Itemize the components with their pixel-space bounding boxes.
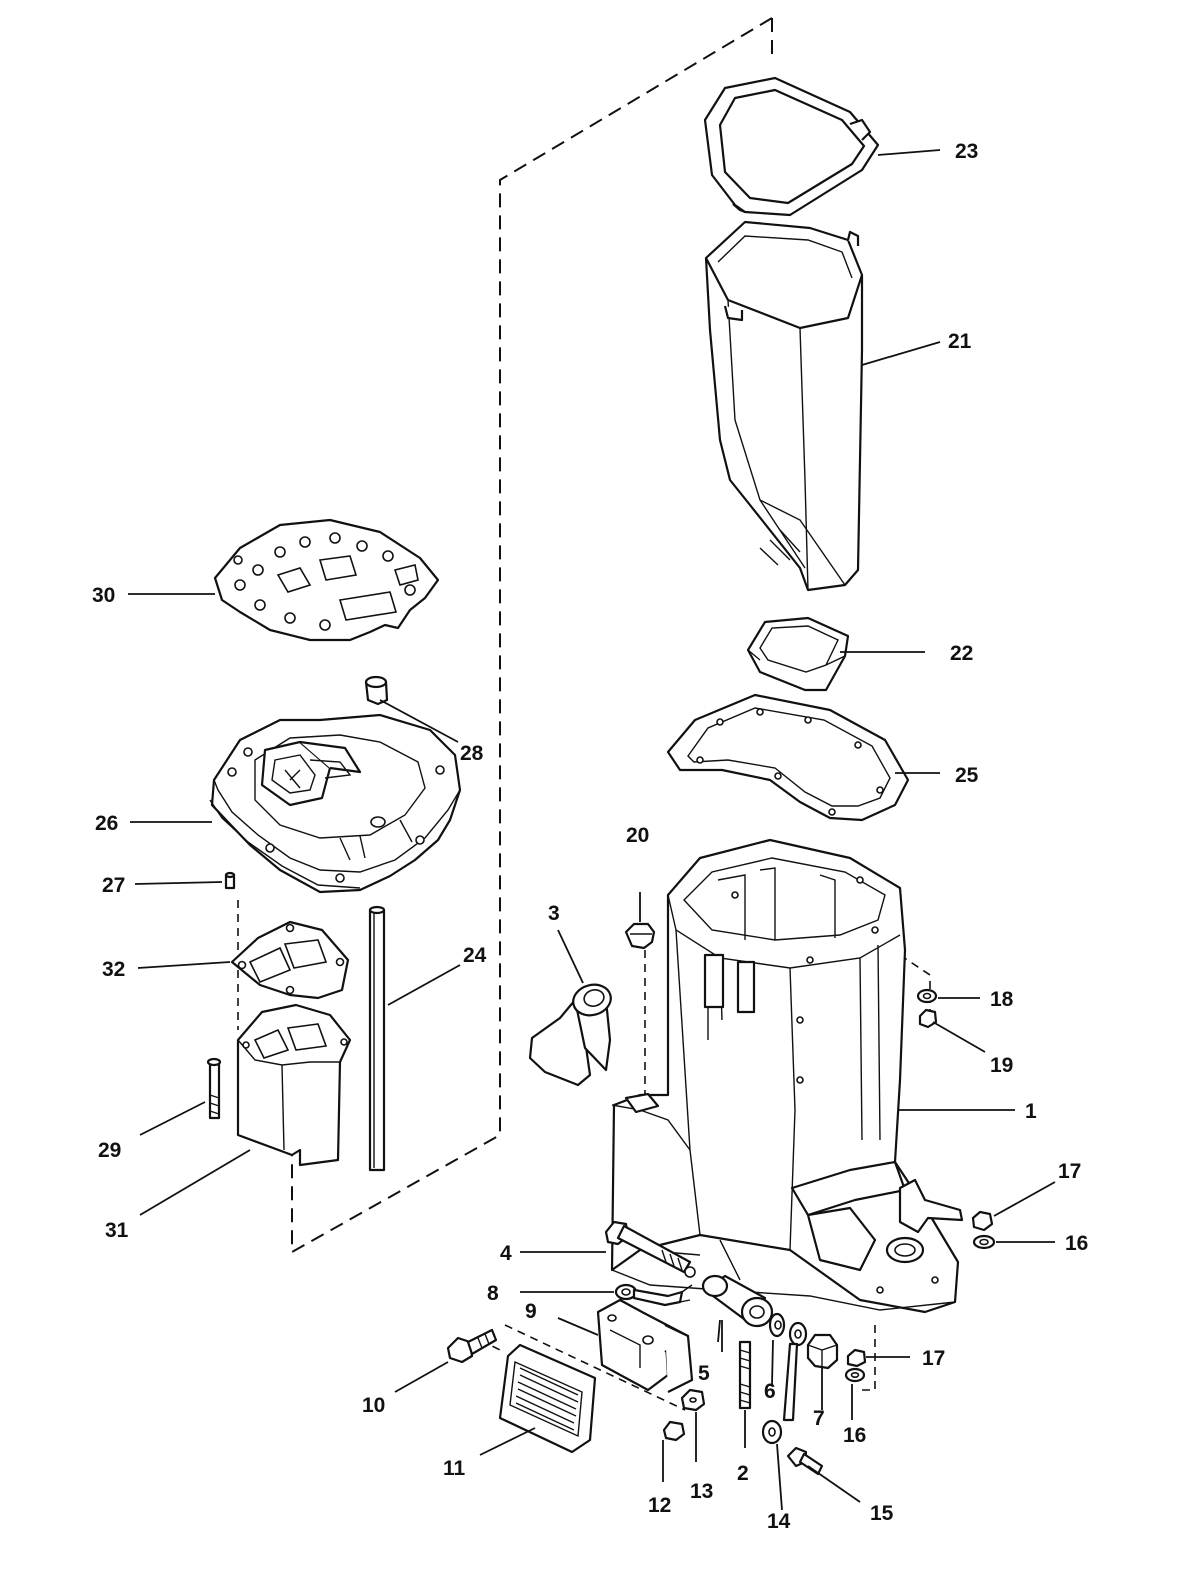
callout-29: 29 (98, 1139, 121, 1162)
part-6-washer (768, 1312, 786, 1338)
part-20-screw (624, 922, 656, 950)
callout-26: 26 (95, 812, 118, 835)
part-13-nut (680, 1388, 706, 1412)
part-8-ground-strap (614, 1283, 693, 1307)
part-11-anode (498, 1343, 597, 1454)
parts-16-17-washer-nut-right (971, 1210, 996, 1250)
parts-16-17-nut-washer-lower (844, 1348, 867, 1383)
part-25-gasket (666, 693, 910, 822)
callout-8: 8 (487, 1282, 499, 1305)
callout-17-lower: 17 (922, 1347, 945, 1370)
callout-20: 20 (626, 824, 649, 847)
part-24-driveshaft (368, 905, 386, 1172)
part-9-bracket (596, 1298, 694, 1393)
callout-9: 9 (525, 1300, 537, 1323)
callout-32: 32 (102, 958, 125, 981)
callout-30: 30 (92, 584, 115, 607)
callout-10: 10 (362, 1394, 385, 1417)
part-27-dowel-pin (224, 871, 236, 890)
part-31-exhaust-tube (236, 1003, 352, 1167)
callout-27: 27 (102, 874, 125, 897)
part-1-driveshaft-housing (610, 838, 964, 1314)
part-3-water-tube (528, 983, 612, 1087)
part-29-bolt (206, 1057, 222, 1120)
part-32-gasket (230, 920, 350, 1000)
part-10-bolt (446, 1328, 498, 1364)
callout-22: 22 (950, 642, 973, 665)
part-28-sleeve (364, 675, 389, 706)
callout-13: 13 (690, 1480, 713, 1503)
part-2-stud (738, 1340, 752, 1410)
callout-28: 28 (460, 742, 484, 765)
callout-25: 25 (955, 764, 979, 787)
callout-24: 24 (463, 944, 487, 967)
callout-6: 6 (764, 1380, 776, 1403)
parts-18-19-washer-nut (916, 988, 938, 1029)
callout-3: 3 (548, 902, 560, 925)
callout-11: 11 (443, 1457, 466, 1480)
part-4-bolt (604, 1220, 696, 1278)
callout-21: 21 (948, 330, 972, 353)
callout-labels: 23 21 22 25 20 3 18 19 1 17 16 4 8 9 5 6… (92, 140, 1088, 1533)
part-14-ground-wire (761, 1321, 808, 1445)
part-21-exhaust-liner (704, 220, 864, 592)
part-22-seal (746, 616, 850, 692)
callout-16-right: 16 (1065, 1232, 1088, 1255)
callout-31: 31 (105, 1219, 129, 1242)
callout-12: 12 (648, 1494, 671, 1517)
callout-7: 7 (813, 1407, 825, 1430)
callout-4: 4 (500, 1242, 512, 1265)
part-5-mount (701, 1274, 774, 1328)
callout-17-right: 17 (1058, 1160, 1081, 1183)
callout-2: 2 (737, 1462, 749, 1485)
part-15-bolt (786, 1446, 824, 1476)
part-7-nut (806, 1333, 839, 1370)
callout-23: 23 (955, 140, 978, 163)
callout-19: 19 (990, 1054, 1013, 1077)
callout-14: 14 (767, 1510, 791, 1533)
callout-15: 15 (870, 1502, 894, 1525)
callout-18: 18 (990, 988, 1014, 1011)
part-30-gasket (213, 518, 440, 642)
part-26-adaptor-plate (209, 713, 462, 894)
part-12-screw (662, 1420, 686, 1442)
part-23-top-seal (703, 76, 880, 217)
callout-5: 5 (698, 1362, 710, 1385)
callout-16-lower: 16 (843, 1424, 866, 1447)
callout-1: 1 (1025, 1100, 1037, 1123)
leader-lines (128, 149, 1056, 1511)
